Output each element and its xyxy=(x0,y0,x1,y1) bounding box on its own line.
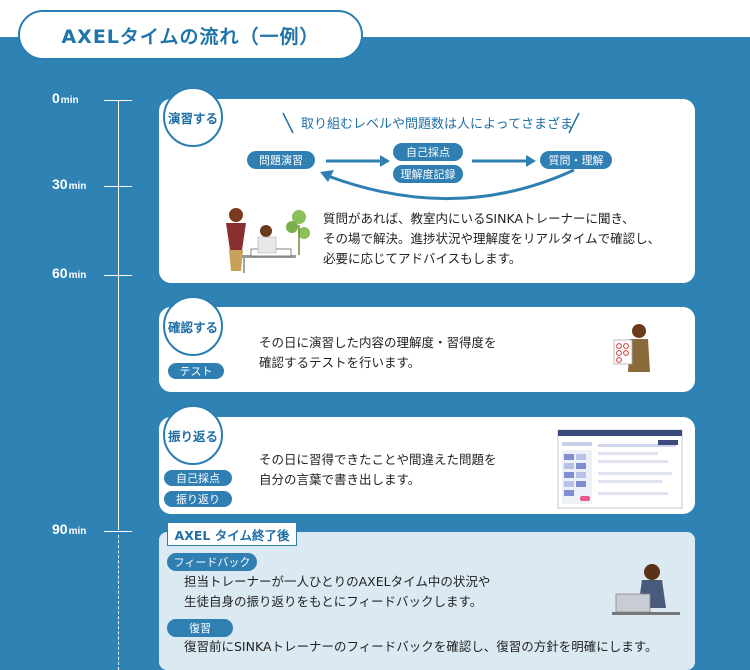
timeline-tick-90 xyxy=(104,531,132,532)
step-practice-label: 演習する xyxy=(163,87,223,147)
review-desc-line: 復習前にSINKAトレーナーのフィードバックを確認し、復習の方針を明確にします。 xyxy=(184,639,658,654)
flow-self-grading: 自己採点 xyxy=(393,143,463,161)
reflect-desc-line-2: 自分の言葉で書き出します。 xyxy=(259,472,421,487)
timeline-dashed-line xyxy=(118,535,119,670)
flow-return-arrow-icon xyxy=(320,168,575,201)
confirm-tag-test: テスト xyxy=(167,362,225,380)
trainer-laptop-illustration xyxy=(612,564,680,615)
timeline-tick-0 xyxy=(104,100,132,101)
step-confirm-label: 確認する xyxy=(163,296,223,356)
review-tag: 復習 xyxy=(167,619,233,637)
confirm-desc-line-1: その日に演習した内容の理解度・習得度を xyxy=(259,335,497,350)
practice-desc-line-2: その場で解決。進捗状況や理解度をリアルタイムで確認し、 xyxy=(323,231,661,246)
page-title: AXELタイムの流れ（一例） xyxy=(18,10,363,60)
student-test-illustration xyxy=(613,324,650,372)
feedback-desc-line-2: 生徒自身の振り返りをもとにフィードバックします。 xyxy=(184,594,483,609)
flow-question-understanding: 質問・理解 xyxy=(540,151,612,169)
subtitle-slash-right-icon xyxy=(568,112,580,134)
step-practice-card xyxy=(159,99,695,283)
flow-arrow-right-icon xyxy=(326,155,390,167)
timeline-label-0: 0min xyxy=(52,90,79,106)
timeline-tick-60 xyxy=(104,275,132,276)
timeline-label-30: 30min xyxy=(52,176,87,192)
feedback-desc-line-1: 担当トレーナーが一人ひとりのAXELタイム中の状況や xyxy=(184,574,491,589)
trainer-student-illustration xyxy=(226,208,310,273)
after-axel-label: AXEL タイム終了後 xyxy=(167,522,297,546)
practice-desc-line-1: 質問があれば、教室内にいるSINKAトレーナーに聞き、 xyxy=(323,211,635,226)
confirm-desc-line-2: 確認するテストを行います。 xyxy=(259,355,421,370)
step-confirm-card xyxy=(159,307,695,392)
timeline-line xyxy=(118,100,119,530)
reflect-tag-self-grading: 自己採点 xyxy=(163,469,233,487)
subtitle-slash-left-icon xyxy=(282,112,294,134)
timeline-label-60: 60min xyxy=(52,265,87,281)
practice-subtitle: 取り組むレベルや問題数は人によってさまざま xyxy=(301,117,573,132)
flow-arrow-right-icon-2 xyxy=(472,155,536,167)
flow-understanding-record: 理解度記録 xyxy=(393,165,463,183)
reflect-tag-review: 振り返り xyxy=(163,490,233,508)
practice-desc-line-3: 必要に応じてアドバイスもします。 xyxy=(323,251,522,266)
timeline-label-90: 90min xyxy=(52,521,87,537)
reflection-screen-illustration xyxy=(557,429,683,509)
reflect-desc-line-1: その日に習得できたことや間違えた問題を xyxy=(259,452,497,467)
step-reflect-label: 振り返る xyxy=(163,405,223,465)
flow-problem-practice: 問題演習 xyxy=(247,151,315,169)
feedback-tag: フィードバック xyxy=(167,553,257,571)
timeline-tick-30 xyxy=(104,186,132,187)
